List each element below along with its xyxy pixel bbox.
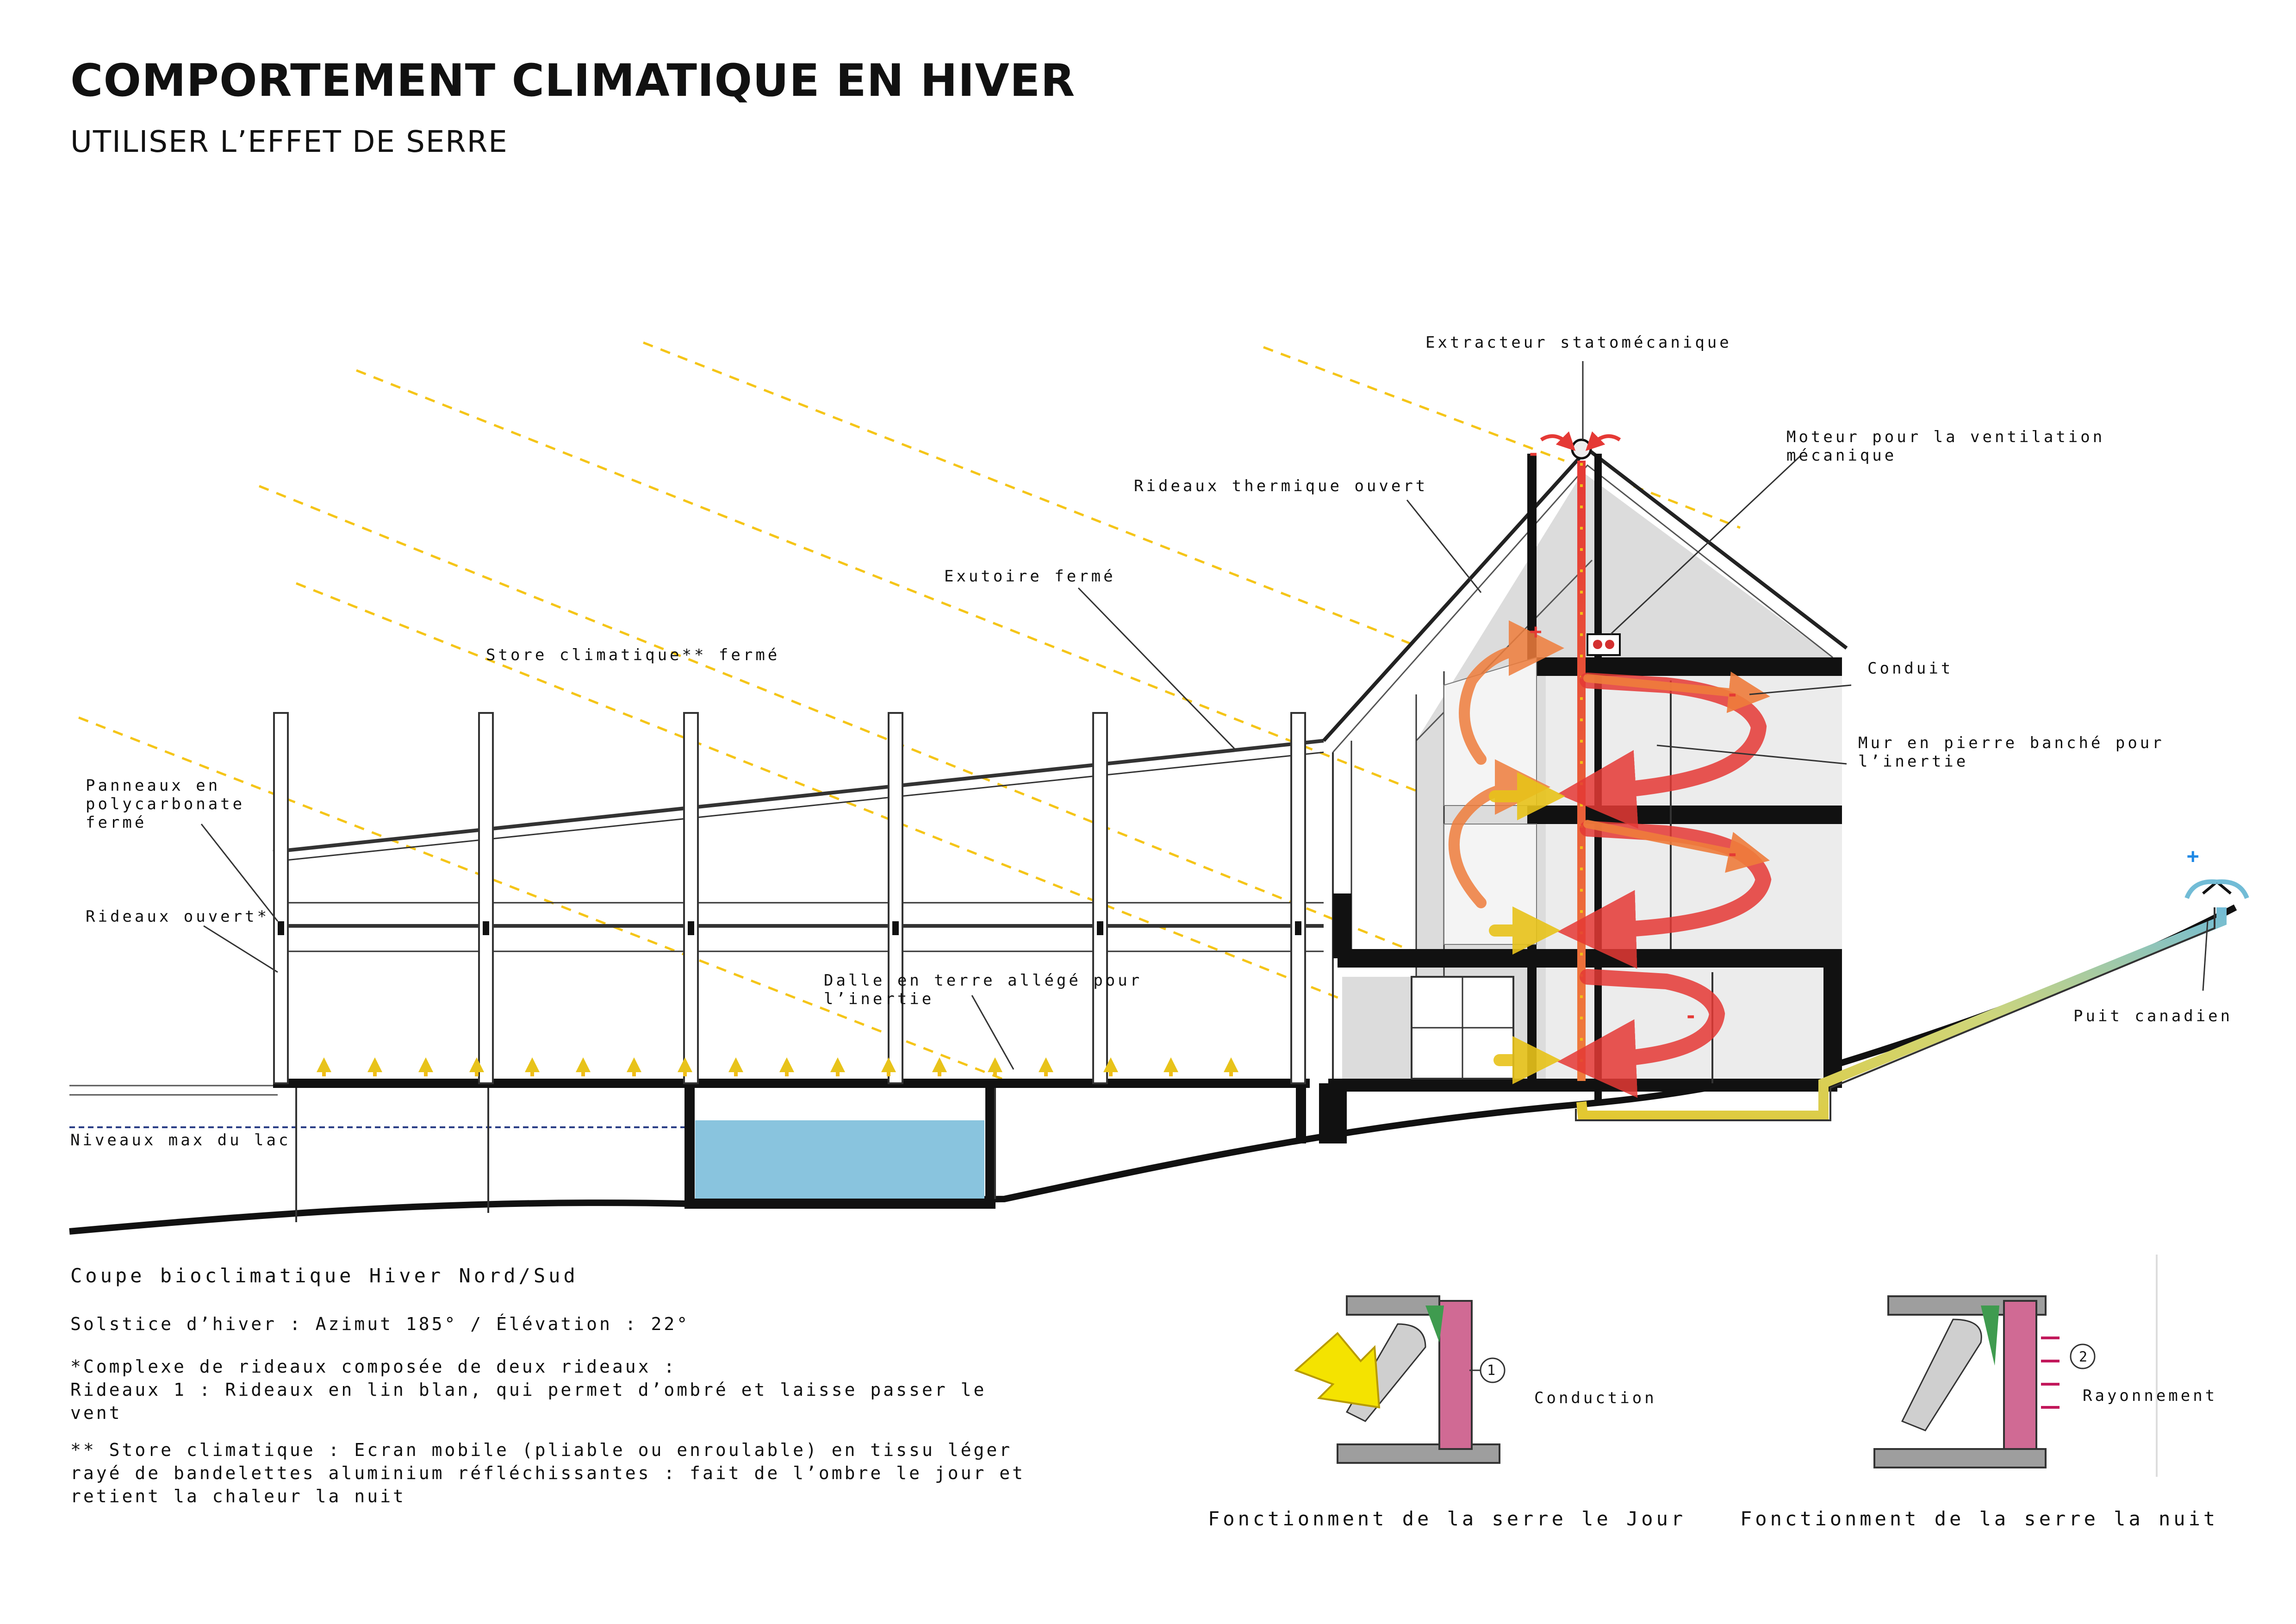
label-mur-2: l’inertie bbox=[1858, 752, 1969, 771]
minus-marker: - bbox=[1726, 682, 1742, 706]
label-exutoire: Exutoire fermé bbox=[944, 567, 1116, 586]
motor-box bbox=[1587, 633, 1621, 656]
plus-marker: + bbox=[1530, 620, 1545, 643]
note-solstice: Solstice d’hiver : Azimut 185° / Élévati… bbox=[70, 1314, 690, 1334]
sun-ray-7 bbox=[1633, 485, 1741, 529]
minus-marker: - bbox=[1527, 442, 1543, 465]
label-panneaux-2: polycarbonate bbox=[86, 795, 245, 813]
day-sketch-label: Conduction bbox=[1534, 1389, 1657, 1407]
label-dalle-1: Dalle en terre allégé pour bbox=[824, 971, 1143, 990]
label-mur-1: Mur en pierre banché pour bbox=[1858, 734, 2165, 752]
page-title: COMPORTEMENT CLIMATIQUE EN HIVER bbox=[70, 55, 1076, 106]
label-moteur-1: Moteur pour la ventilation bbox=[1786, 428, 2105, 446]
label-rideaux-thermique: Rideaux thermique ouvert bbox=[1134, 477, 1428, 495]
greenhouse-posts bbox=[273, 712, 1306, 1084]
day-marker: 1 bbox=[1487, 1362, 1499, 1379]
day-sketch bbox=[1294, 1295, 1506, 1464]
minus-marker: - bbox=[1685, 1004, 1700, 1028]
note-2-line-2: rayé de bandelettes aluminium réfléchiss… bbox=[70, 1463, 1025, 1483]
sun-ray-4 bbox=[296, 582, 1472, 1052]
minus-marker: - bbox=[1726, 842, 1742, 866]
label-store: Store climatique** fermé bbox=[486, 646, 780, 664]
sun-rays bbox=[78, 341, 1741, 1085]
plus-marker: + bbox=[2187, 844, 2202, 868]
fresh-air-arrows bbox=[1489, 772, 1565, 1084]
piles bbox=[295, 1088, 996, 1222]
note-2-line-3: retient la chaleur la nuit bbox=[70, 1486, 406, 1506]
note-1-line-2: Rideaux 1 : Rideaux en lin blan, qui per… bbox=[70, 1380, 987, 1400]
label-dalle-2: l’inertie bbox=[824, 990, 934, 1008]
label-panneaux-3: fermé bbox=[86, 813, 147, 832]
day-sketch-caption: Fonctionment de la serre le Jour bbox=[1208, 1507, 1686, 1530]
sun-arrow-icon bbox=[1294, 1332, 1381, 1409]
night-sketch-caption: Fonctionment de la serre la nuit bbox=[1740, 1507, 2219, 1530]
floor-heat-arrows bbox=[317, 1057, 1238, 1076]
vent-shaft bbox=[1577, 461, 1586, 1081]
label-rideaux-ouvert: Rideaux ouvert* bbox=[86, 907, 270, 926]
label-moteur-2: mécanique bbox=[1786, 446, 1897, 465]
label-conduit: Conduit bbox=[1867, 659, 1954, 678]
notes-block: Solstice d’hiver : Azimut 185° / Élévati… bbox=[70, 1312, 1025, 1508]
sun-ray-5 bbox=[78, 716, 1014, 1085]
night-marker: 2 bbox=[2079, 1349, 2091, 1365]
puit-canadien-pipe bbox=[1576, 907, 2227, 1121]
sun-ray-2 bbox=[356, 369, 1431, 798]
label-niveaux: Niveaux max du lac bbox=[70, 1131, 291, 1149]
extractor-icon bbox=[1571, 438, 1592, 460]
sun-ray-1 bbox=[643, 341, 1417, 647]
section-caption: Coupe bioclimatique Hiver Nord/Sud bbox=[70, 1264, 579, 1287]
note-2-line-1: ** Store climatique : Ecran mobile (plia… bbox=[70, 1440, 1013, 1460]
warm-air-arrows bbox=[1557, 671, 1772, 1098]
greenhouse-slab bbox=[273, 1079, 1310, 1088]
moon-icon bbox=[1833, 1255, 1860, 1290]
page-subtitle: UTILISER L’EFFET DE SERRE bbox=[70, 125, 508, 159]
label-puit: Puit canadien bbox=[2073, 1007, 2233, 1025]
label-panneaux-1: Panneaux en bbox=[86, 776, 221, 795]
note-1-line-3: vent bbox=[70, 1403, 122, 1423]
ground-line bbox=[69, 904, 2237, 1235]
lake-water bbox=[695, 1120, 984, 1199]
label-extracteur: Extracteur statomécanique bbox=[1425, 333, 1732, 352]
sun-ray-3 bbox=[259, 485, 1477, 978]
lake-basin bbox=[684, 1088, 996, 1209]
greenhouse-structure bbox=[273, 739, 1324, 1079]
night-sketch-label: Rayonnement bbox=[2083, 1387, 2218, 1405]
leader-lines bbox=[200, 361, 2209, 1070]
note-1-line-1: *Complexe de rideaux composée de deux ri… bbox=[70, 1356, 677, 1377]
night-sketch bbox=[1833, 1255, 2158, 1477]
sun-ray-6 bbox=[1263, 346, 1565, 462]
